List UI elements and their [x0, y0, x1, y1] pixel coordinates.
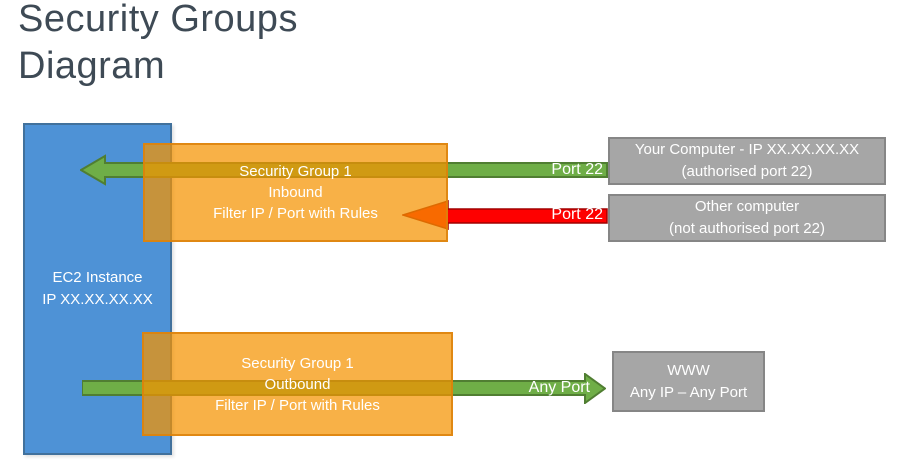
outbound-group-name: Security Group 1 [241, 354, 354, 372]
outbound-group-rule: Filter IP / Port with Rules [215, 396, 380, 414]
other-computer-title: Other computer [694, 198, 800, 215]
inbound-blocked-port-label: Port 22 [551, 206, 603, 223]
page-title: Security Groups Diagram [18, 0, 298, 90]
outbound-group-direction: Outbound [264, 375, 331, 393]
inbound-security-group-box: Security Group 1 Inbound Filter IP / Por… [143, 143, 448, 242]
inbound-allowed-port-label: Port 22 [551, 161, 603, 178]
www-box: WWW Any IP – Any Port [612, 351, 765, 412]
www-subtitle: Any IP – Any Port [629, 383, 748, 401]
your-computer-title: Your Computer - IP XX.XX.XX.XX [634, 141, 860, 158]
your-computer-subtitle: (authorised port 22) [681, 163, 813, 180]
other-computer-box: Other computer (not authorised port 22) [608, 194, 886, 242]
other-computer-subtitle: (not authorised port 22) [669, 220, 825, 237]
outbound-port-label: Any Port [528, 379, 590, 396]
www-title: WWW [667, 361, 710, 379]
outbound-security-group-box: Security Group 1 Outbound Filter IP / Po… [142, 332, 453, 436]
inbound-group-direction: Inbound [268, 184, 323, 201]
ec2-instance-ip: IP XX.XX.XX.XX [42, 291, 153, 308]
ec2-instance-name: EC2 Instance [52, 269, 143, 286]
your-computer-box: Your Computer - IP XX.XX.XX.XX (authoris… [608, 137, 886, 185]
page-title-line1: Security Groups [18, 0, 298, 40]
inbound-group-name: Security Group 1 [239, 163, 352, 180]
inbound-group-rule: Filter IP / Port with Rules [213, 205, 378, 222]
page-title-line2: Diagram [18, 45, 166, 87]
inbound-blocked-arrow [402, 200, 608, 230]
